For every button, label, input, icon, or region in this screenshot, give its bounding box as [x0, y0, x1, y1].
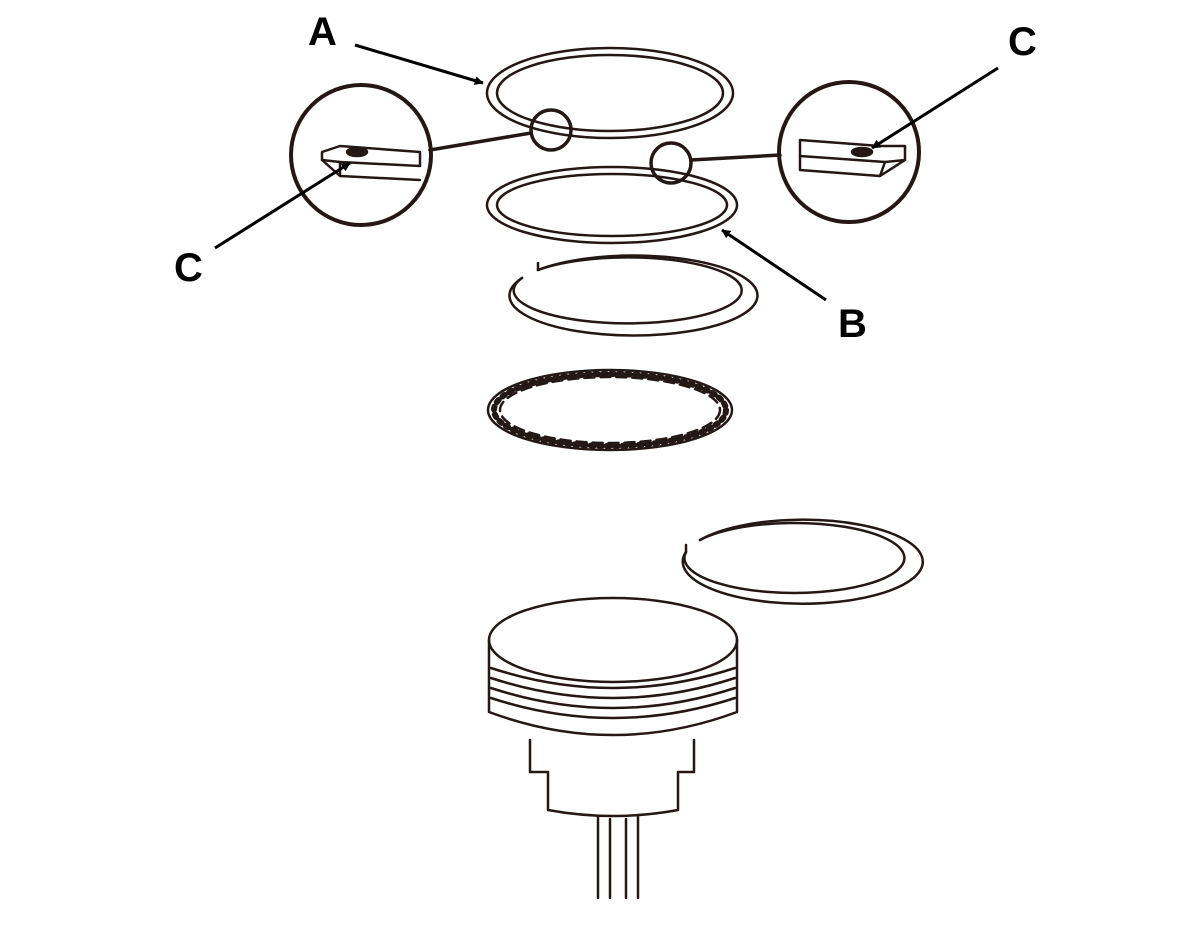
callout-label-b: B — [838, 302, 867, 346]
callout-arrow-c-left — [214, 161, 351, 250]
detail-view-left — [289, 83, 433, 227]
ring-gap-circle-b — [649, 141, 693, 185]
top-mark-dot-right — [850, 146, 874, 158]
callout-label-c-left: C — [174, 246, 203, 290]
oil-ring-spacer — [486, 368, 734, 452]
callout-label-a: A — [308, 10, 337, 54]
callout-arrow-b — [721, 228, 827, 302]
callout-label-c-right: C — [1008, 20, 1037, 64]
top-mark-dot-left — [345, 146, 369, 158]
detail-view-right — [777, 80, 921, 224]
connecting-rod — [596, 815, 640, 900]
oil-ring-lower-rail — [681, 518, 924, 605]
top-ring — [485, 46, 735, 140]
piston — [487, 596, 739, 818]
detail-leader-left — [428, 131, 533, 152]
oil-ring-upper-rail — [508, 254, 759, 337]
detail-leader-right — [689, 153, 782, 162]
callout-arrow-c-right — [871, 66, 999, 150]
ring-gap-circle-a — [529, 108, 573, 152]
callout-arrow-a — [354, 43, 484, 85]
second-ring — [485, 165, 739, 245]
